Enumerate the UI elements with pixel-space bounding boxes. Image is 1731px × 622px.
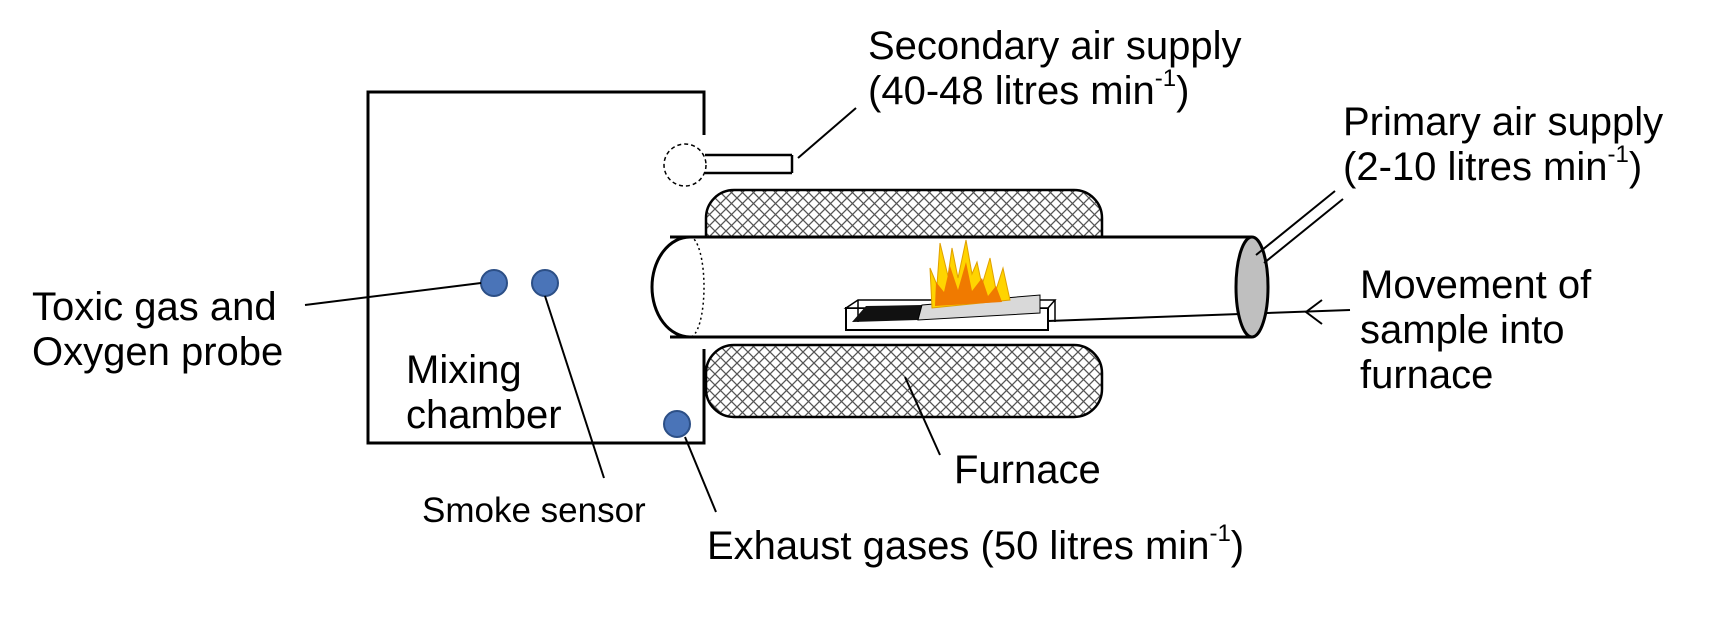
movement-arrowhead: [1304, 299, 1323, 325]
furnace-label: Furnace: [954, 448, 1101, 492]
furnace-tube-left-end-dotted: [689, 236, 705, 338]
primary-air-pipe: [1255, 190, 1344, 264]
toxic-gas-probe: [480, 269, 508, 297]
sample-push-rod: [1047, 309, 1351, 322]
furnace-tube-left-end: [650, 235, 691, 339]
exhaust-leader: [684, 436, 717, 513]
exhaust-label: Exhaust gases (50 litres min-1): [707, 520, 1245, 569]
primary-air-label: Primary air supply (2-10 litres min-1): [1343, 100, 1664, 189]
exhaust-outlet: [663, 410, 691, 438]
smoke-sensor-leader: [544, 295, 605, 479]
secondary-air-label: Secondary air supply (40-48 litres min-1…: [868, 24, 1242, 113]
mixing-chamber-box: [366, 90, 706, 445]
movement-label: Movement of sample into furnace: [1360, 263, 1592, 397]
smoke-sensor: [531, 269, 559, 297]
secondary-air-pipe: [705, 153, 794, 175]
toxic-gas-label: Toxic gas and Oxygen probe: [32, 285, 284, 374]
mixing-chamber-label: Mixing chamber: [406, 348, 562, 437]
burnt-sample: [852, 305, 922, 322]
smoke-sensor-label: Smoke sensor: [422, 491, 646, 530]
flame-inner: [935, 262, 1002, 306]
secondary-air-leader: [797, 107, 857, 159]
toxic-gas-leader: [304, 282, 482, 306]
furnace-lower-block: [704, 343, 1104, 419]
secondary-air-inlet: [663, 143, 707, 187]
furnace-tube-right-end: [1234, 235, 1270, 339]
furnace-leader: [904, 376, 941, 456]
